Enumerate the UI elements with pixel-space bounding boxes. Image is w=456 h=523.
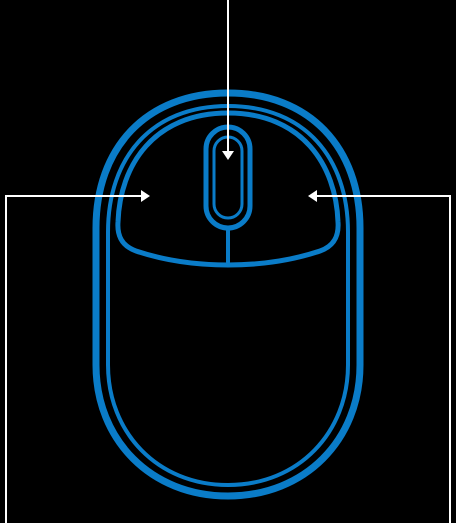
- left-button-callout: [5, 190, 150, 523]
- right-button-arrowhead: [308, 190, 317, 202]
- right-button-callout: [308, 190, 451, 523]
- left-button-arrowhead: [141, 190, 150, 202]
- scroll-wheel-arrowhead: [222, 151, 234, 160]
- scroll-wheel-callout: [222, 0, 234, 160]
- mouse-body-inner-outline: [108, 106, 348, 485]
